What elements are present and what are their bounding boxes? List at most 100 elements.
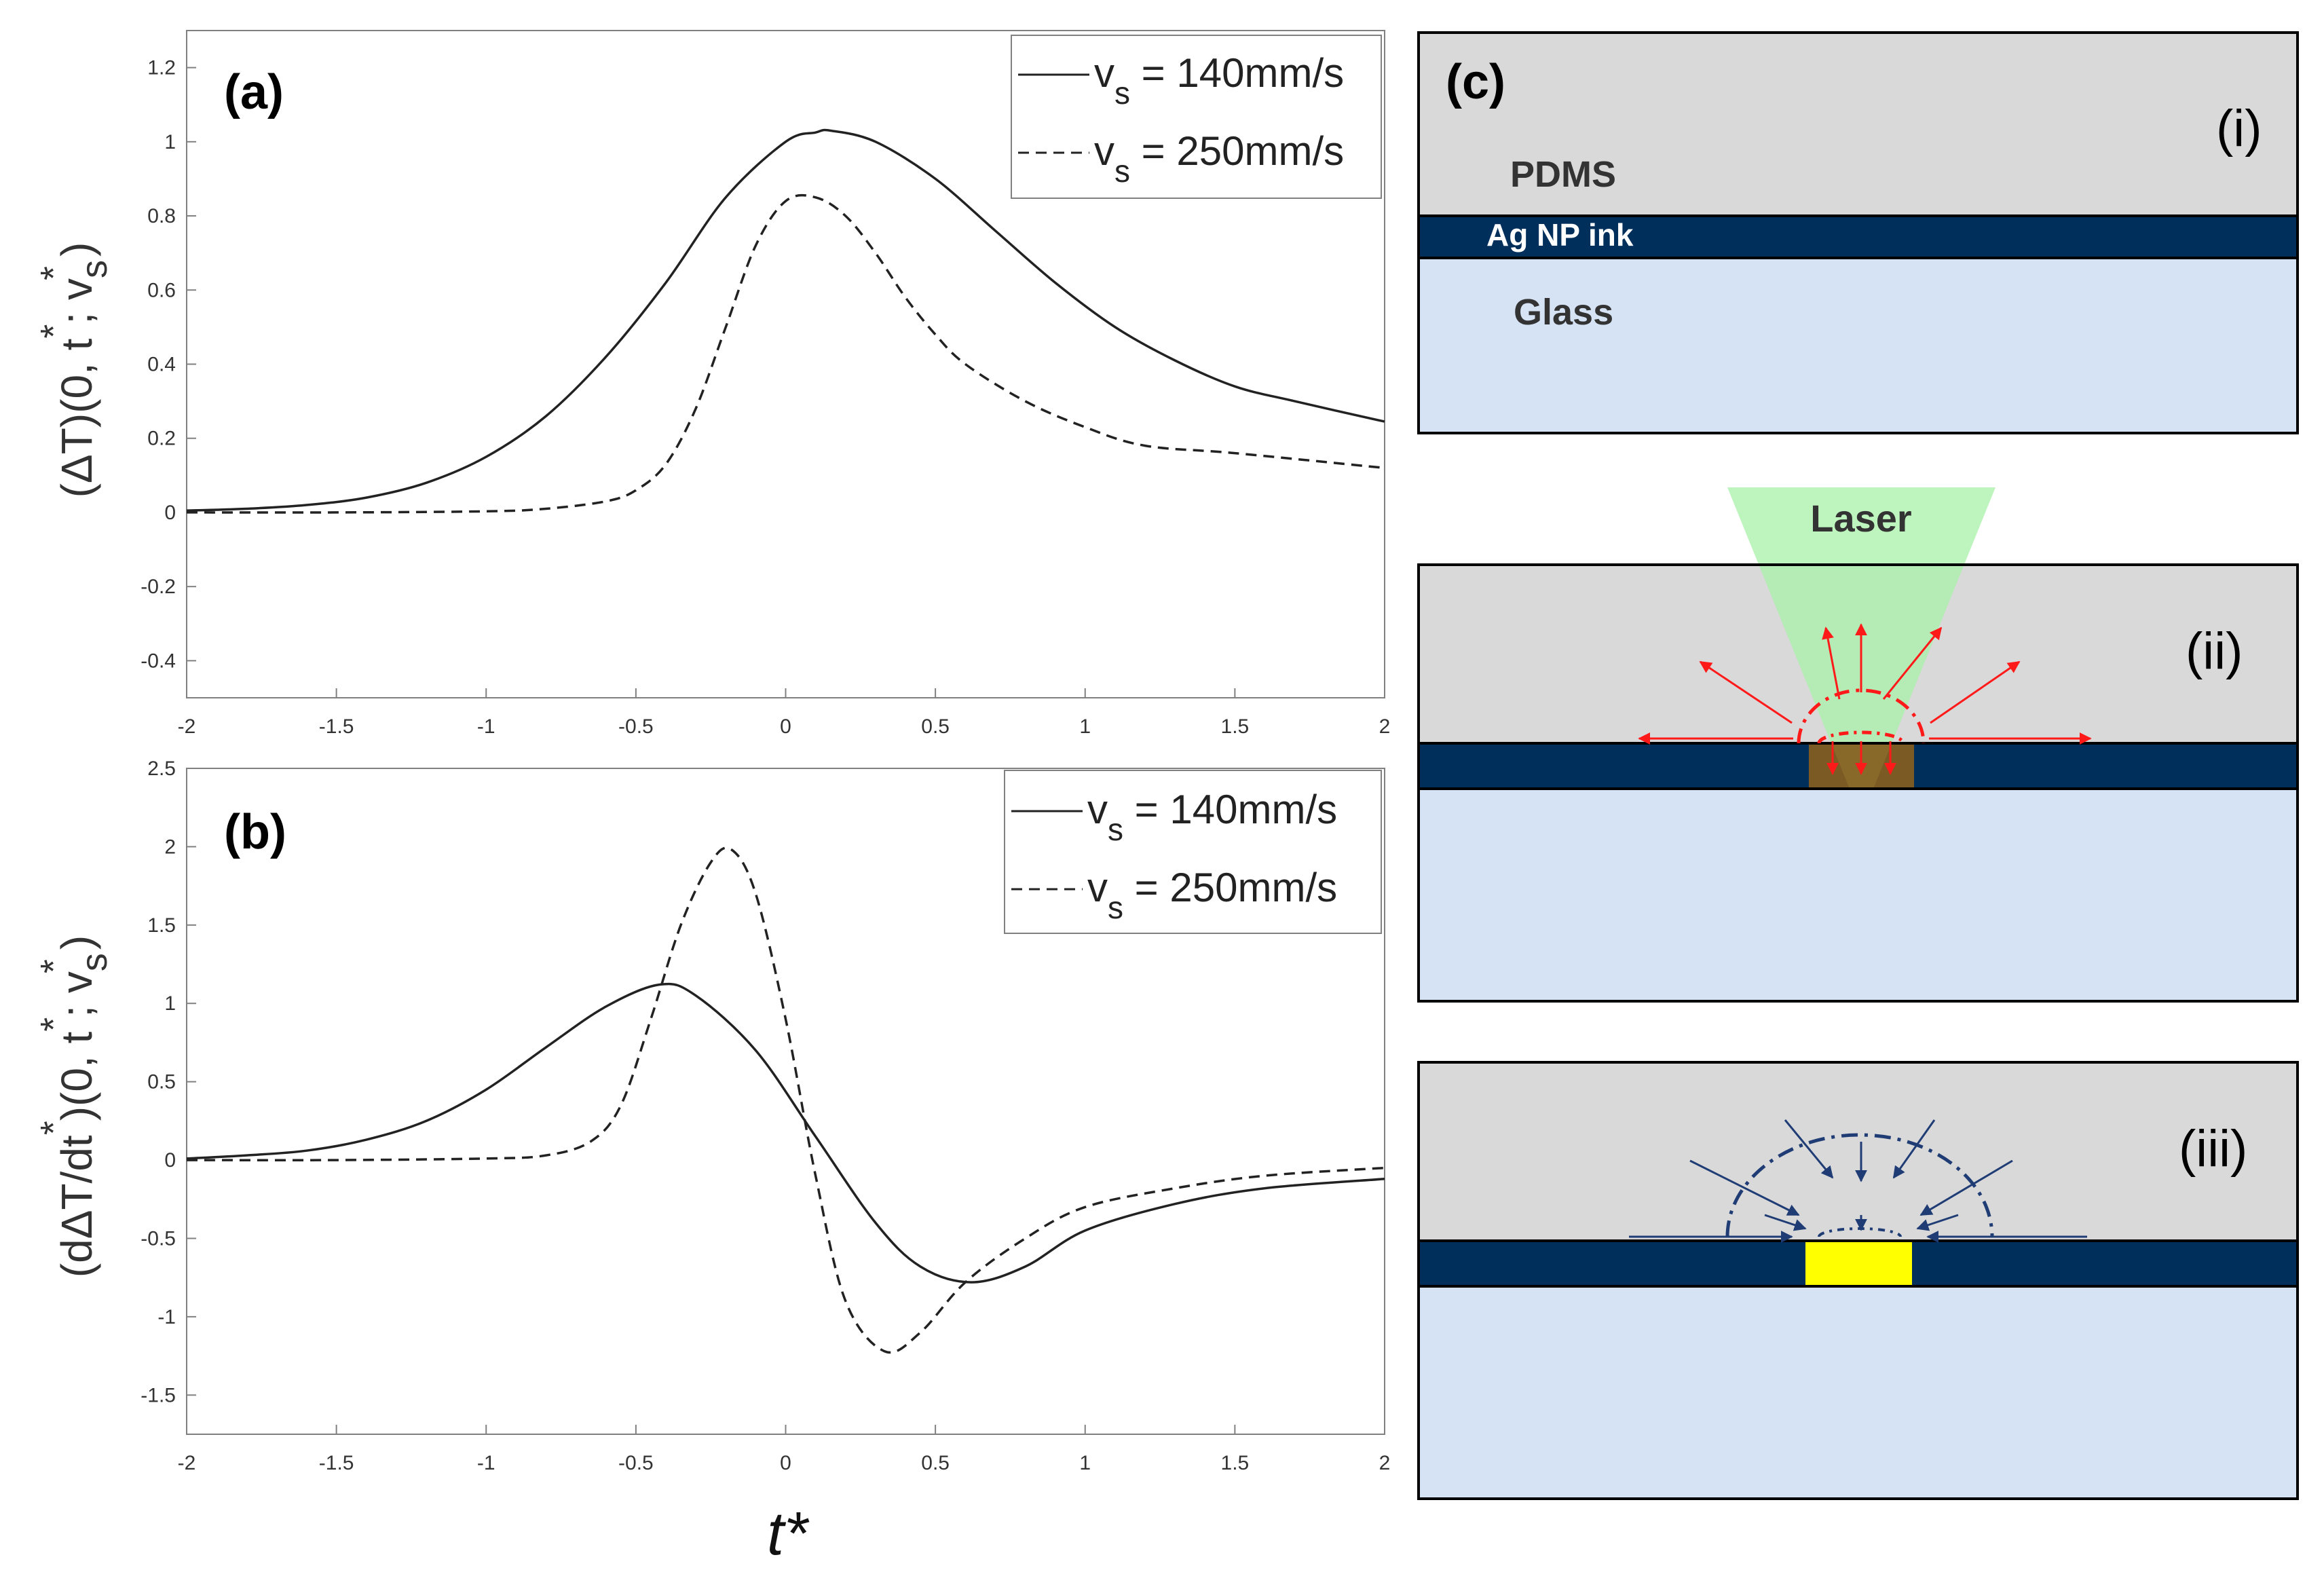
plot-b-ytick-label: 0.5 — [147, 1071, 176, 1094]
plot-b-xtick-label: -1.5 — [319, 1452, 354, 1474]
plot-a-xtick-label: -1.5 — [319, 715, 354, 738]
plot-a-ytick-label: 1.2 — [147, 57, 176, 79]
schematic-panel-ii: Laser (ii) — [1417, 487, 2299, 1003]
plot-b-ytick-label: -1.5 — [140, 1384, 176, 1406]
plot-b-xtick-label: 1 — [1079, 1452, 1091, 1474]
plot-a-ytick-label: -0.2 — [140, 576, 176, 598]
plot-a-ytick-label: 0 — [164, 502, 176, 524]
plot-b-legend-item-140: vs = 140mm/s — [1087, 787, 1337, 847]
panel-ii-frame — [1417, 563, 2299, 1003]
plot-a-ylabel-part: (ΔT)(0, t — [52, 338, 101, 498]
plot-a-ylabel-part: ; v — [52, 278, 101, 324]
plot-b-legend-item-250: vs = 250mm/s — [1087, 865, 1337, 925]
heat-front-outer — [1797, 688, 1926, 744]
plot-b-ylabel: (dΔT/dt*)(0, t*; vs*) — [33, 935, 115, 1277]
plot-b-ytick-label: 2 — [164, 836, 176, 858]
plot-a-legend-item-140: vs = 140mm/s — [1094, 50, 1344, 111]
cool-arrow — [1919, 1159, 2013, 1216]
ag-ink-label: Ag NP ink — [1486, 217, 1634, 253]
plot-b-xtick-label: 0 — [780, 1452, 791, 1474]
heat-arrow — [1882, 627, 1943, 700]
plot-a-ytick-label: 0.4 — [147, 354, 176, 376]
plot-a-ylabel: (ΔT)(0, t*; vs*) — [33, 242, 115, 498]
heat-front-inner — [1817, 730, 1905, 744]
glass-layer — [1419, 258, 2298, 433]
plot-b-ytick-label: 2.5 — [147, 758, 176, 780]
plot-a-ytick-label: 1 — [164, 131, 176, 153]
plot-b-series-140 — [186, 982, 1385, 1284]
plot-b-xtick-label: 2 — [1379, 1452, 1391, 1474]
heat-arrows — [1638, 623, 2092, 775]
cool-arrow — [1689, 1159, 1800, 1216]
plot-b-panel-label: (b) — [224, 805, 286, 859]
plot-a-xtick-label: -2 — [178, 715, 196, 738]
plot-a-xtick-label: -0.5 — [618, 715, 654, 738]
plot-a-legend-box — [1011, 35, 1382, 199]
panel-i-frame — [1417, 31, 2299, 434]
cool-arrows — [1629, 1119, 2087, 1243]
glass-layer — [1419, 1286, 2298, 1499]
plot-a-ylabel-part: s — [74, 260, 115, 278]
plot-a-ylabel-part: * — [33, 324, 74, 339]
heat-arrow — [1822, 627, 1841, 700]
schematic-panel-iii: (iii) — [1417, 1061, 2299, 1500]
plot-a-ytick-label: 0.8 — [147, 205, 176, 227]
schematic-panel-i: (c) (i) PDMS Ag NP ink Glass — [1417, 31, 2299, 434]
laser-label: Laser — [1810, 497, 1911, 540]
svg-text:(ΔT)(0, t*; vs*): (ΔT)(0, t*; vs*) — [33, 242, 115, 498]
glass-layer — [1419, 789, 2298, 1001]
plot-a-ylabel-part: * — [33, 266, 74, 280]
panel-iii-id: (iii) — [2179, 1120, 2247, 1178]
plot-b-xtick-label: -1 — [477, 1452, 495, 1474]
panel-iii-frame — [1417, 1061, 2299, 1500]
plot-b-ytick-label: -1 — [157, 1306, 176, 1328]
plot-b-ytick-label: -0.5 — [140, 1227, 176, 1250]
plot-b-xtick-label: -0.5 — [618, 1452, 654, 1474]
heat-arrow — [1699, 660, 1793, 724]
plot-b-ytick-label: 0 — [164, 1149, 176, 1172]
cool-arrow — [1764, 1214, 1807, 1231]
plot-a-legend-item-250: vs = 250mm/s — [1094, 128, 1344, 189]
plot-a-xtick-label: 1.5 — [1221, 715, 1250, 738]
schematic-panel-label: (c) — [1446, 55, 1505, 109]
cool-arrow — [1892, 1119, 1936, 1179]
plot-b-legend-box — [1004, 770, 1382, 934]
sintered-region-final — [1805, 1241, 1912, 1286]
plot-a-ytick-label: 0.2 — [147, 428, 176, 450]
pdms-layer — [1419, 1062, 2298, 1241]
plot-a-xtick-label: 2 — [1379, 715, 1391, 738]
glass-label: Glass — [1514, 292, 1613, 333]
plot-b-xtick-label: 1.5 — [1221, 1452, 1250, 1474]
plot-a-xtick-label: 1 — [1079, 715, 1091, 738]
plot-a-xtick-label: -1 — [477, 715, 495, 738]
svg-text:(dΔT/dt*)(0, t*; vs*): (dΔT/dt*)(0, t*; vs*) — [33, 935, 115, 1277]
ag-ink-layer — [1419, 216, 2298, 258]
plot-b-ytick-label: 1 — [164, 992, 176, 1015]
plot-b-xtick-label: 0.5 — [921, 1452, 950, 1474]
panel-ii-id: (ii) — [2186, 622, 2243, 680]
cool-arrow — [1784, 1119, 1834, 1179]
panel-i-id: (i) — [2216, 100, 2262, 157]
pdms-layer — [1419, 33, 2298, 216]
heat-arrow — [1930, 660, 2021, 724]
plot-a-ylabel-part: ) — [52, 242, 101, 257]
pdms-label: PDMS — [1510, 154, 1616, 195]
plot-b: -2 -1.5 -1 -0.5 0 0.5 1 1.5 2 -1.5 -1 -0.5 0 0.5 1 1.5 2… — [33, 758, 1390, 1568]
plot-b-xtick-label: -2 — [178, 1452, 196, 1474]
plot-a-legend: vs = 140mm/s vs = 250mm/s — [1011, 35, 1382, 199]
plot-a-ytick-label: 0.6 — [147, 279, 176, 301]
plot-a-series-250 — [186, 193, 1385, 514]
plot-b-xlabel: t* — [767, 1500, 810, 1568]
plot-a: -2 -1.5 -1 -0.5 0 0.5 1 1.5 2 -0.4 -0.2 0 0.2 0.4 0.6 0… — [33, 30, 1391, 738]
schematic-c: (c) (i) PDMS Ag NP ink Glass Laser (ii) — [1417, 31, 2299, 1500]
plot-b-series-250 — [186, 846, 1385, 1354]
cool-arrow — [1916, 1214, 1959, 1231]
plot-a-panel-label: (a) — [224, 65, 284, 119]
plot-b-legend: vs = 140mm/s vs = 250mm/s — [1004, 770, 1382, 934]
plot-a-xtick-label: 0.5 — [921, 715, 950, 738]
plot-a-ytick-label: -0.4 — [140, 650, 176, 672]
plot-a-series-140 — [186, 128, 1385, 512]
plot-b-ytick-label: 1.5 — [147, 914, 176, 937]
plot-a-xtick-label: 0 — [780, 715, 791, 738]
